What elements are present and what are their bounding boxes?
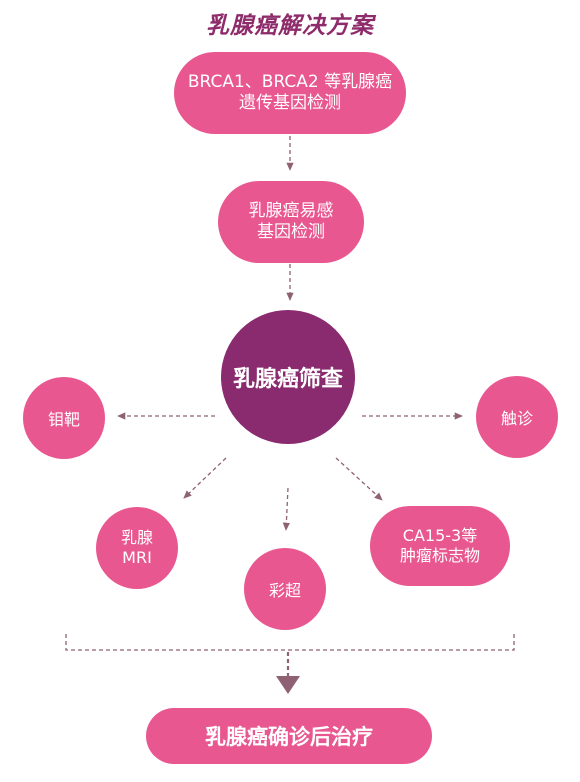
- ca153-tumor-marker-node: CA15-3等 肿瘤标志物: [370, 506, 510, 586]
- ultrasound-label: 彩超: [268, 581, 301, 600]
- mri-node: 乳腺 MRI: [96, 507, 178, 589]
- merge-bracket: [65, 634, 515, 651]
- mri-line2: MRI: [122, 548, 152, 567]
- arrow-screening-to-mri: [183, 457, 227, 499]
- brca-test-line1: BRCA1、BRCA2 等乳腺癌: [187, 71, 393, 92]
- mri-line1: 乳腺: [120, 528, 153, 547]
- brca-genetic-test-node: BRCA1、BRCA2 等乳腺癌 遗传基因检测: [174, 52, 406, 134]
- ca153-line2: 肿瘤标志物: [399, 546, 480, 565]
- susceptibility-line2: 基因检测: [257, 222, 325, 242]
- ultrasound-node: 彩超: [244, 548, 326, 630]
- mammography-node: 钼靶: [23, 377, 105, 459]
- diagram-title: 乳腺癌解决方案: [206, 12, 374, 39]
- arrow-to-treatment: [276, 676, 300, 694]
- brca-test-line2: 遗传基因检测: [238, 93, 341, 113]
- susceptibility-line1: 乳腺癌易感: [248, 200, 334, 221]
- screening-label: 乳腺癌筛查: [232, 367, 343, 392]
- arrow-screening-to-ultrasound: [282, 487, 290, 531]
- susceptibility-gene-test-node: 乳腺癌易感 基因检测: [218, 181, 364, 263]
- arrow-screening-to-ca153: [335, 457, 383, 501]
- palpation-label: 触诊: [500, 409, 533, 428]
- ca153-line1: CA15-3等: [402, 526, 478, 545]
- treatment-node: 乳腺癌确诊后治疗: [146, 708, 432, 764]
- treatment-label: 乳腺癌确诊后治疗: [205, 725, 373, 749]
- mammography-label: 钼靶: [47, 410, 80, 429]
- palpation-node: 触诊: [476, 376, 558, 458]
- screening-node: 乳腺癌筛查: [221, 310, 355, 444]
